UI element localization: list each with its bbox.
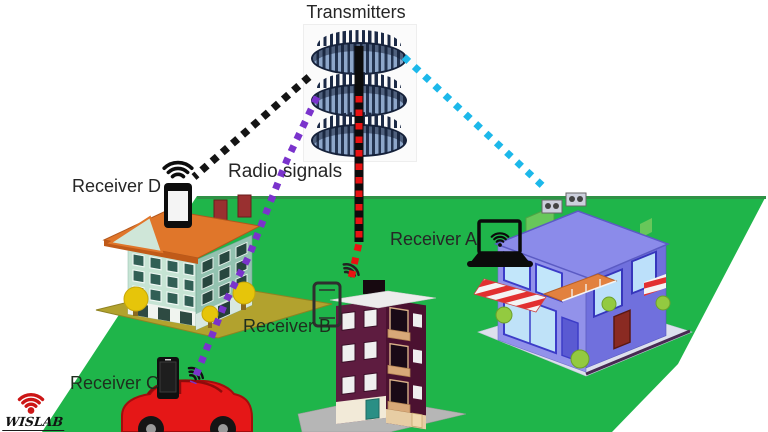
right-building xyxy=(473,192,693,377)
transmitters-label: Transmitters xyxy=(306,2,406,22)
middle-building-right-face xyxy=(386,299,426,430)
chimney xyxy=(237,194,252,218)
middle-building xyxy=(297,280,467,432)
antenna-elements-top xyxy=(317,30,401,46)
car xyxy=(121,379,253,432)
receiver-d-phone-icon xyxy=(162,160,194,228)
left-building xyxy=(95,194,333,339)
wislab-wifi-icon xyxy=(17,392,45,414)
middle-building-roof xyxy=(329,290,437,309)
right-building-roof xyxy=(493,210,671,279)
receiver-a-label: Receiver A xyxy=(390,229,478,249)
receiver-b-label: Receiver B xyxy=(243,316,332,336)
middle-building-left-face xyxy=(336,299,386,424)
antenna-mast xyxy=(354,46,364,242)
yellow-trees xyxy=(123,281,256,328)
signal-beam-black xyxy=(191,74,312,180)
signal-beam-cyan xyxy=(401,54,549,192)
wislab-watermark: WISLAB xyxy=(2,414,66,432)
ac-units xyxy=(541,192,587,214)
left-building-windows xyxy=(132,253,195,309)
gable xyxy=(107,215,164,254)
left-building-front-face xyxy=(127,247,197,327)
receiver-c-phone-icon xyxy=(157,357,205,399)
receiver-c-label: Receiver C xyxy=(70,373,160,393)
middle-building-chimney xyxy=(363,280,385,294)
receiver-a-laptop-icon xyxy=(467,219,533,267)
balconies xyxy=(387,328,411,414)
striped-awning-small xyxy=(644,274,666,296)
bushes xyxy=(495,295,671,369)
receiver-d-label: Receiver D xyxy=(72,176,162,196)
balcony xyxy=(542,273,618,302)
radio-signals-label: Radio signals xyxy=(228,161,343,182)
signal-beam-purple xyxy=(189,95,321,385)
striped-awning xyxy=(473,278,547,313)
